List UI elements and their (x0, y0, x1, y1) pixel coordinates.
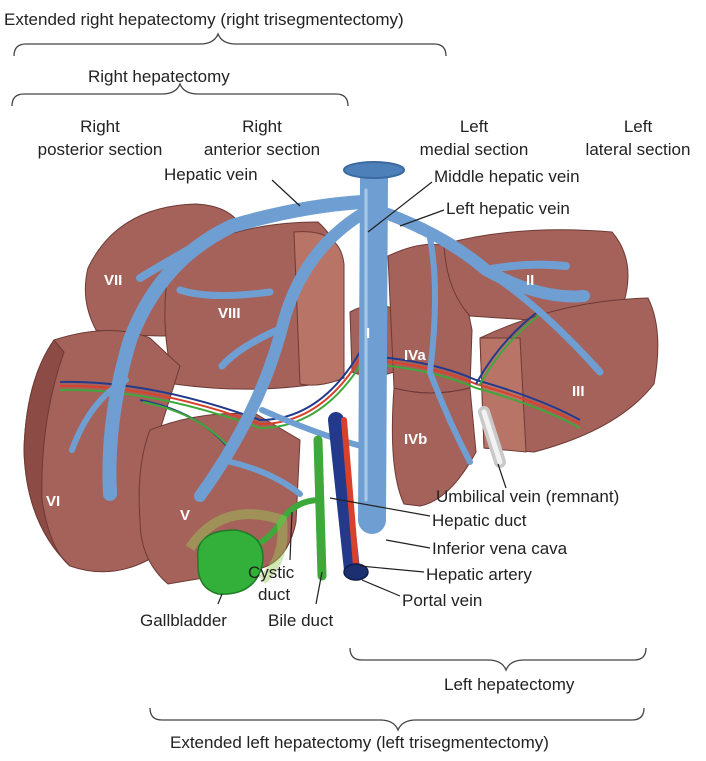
left-lateral-line2: lateral section (586, 140, 691, 159)
ivc-upper-trunk (358, 164, 388, 534)
segment-i-label: I (366, 325, 370, 342)
segment-v-label: V (180, 507, 190, 524)
segment-vi-label: VI (46, 493, 60, 510)
hepatic-artery-label: Hepatic artery (426, 565, 532, 584)
segment-iii-label: III (572, 383, 585, 400)
hepatic-artery-shape (341, 417, 359, 569)
segment-viii-label: VIII (218, 305, 241, 322)
hepatic-duct-label: Hepatic duct (432, 511, 527, 530)
segment-iva-label: IVa (404, 347, 426, 364)
left-medial-line1: Left (460, 117, 489, 136)
ivc-top-opening (343, 161, 405, 179)
extended-left-hepatectomy-label: Extended left hepatectomy (left trisegme… (170, 733, 549, 752)
segment-ii-label: II (526, 272, 534, 289)
umbilical-vein-label: Umbilical vein (remnant) (436, 487, 619, 506)
bile-duct-shape (313, 435, 327, 581)
bile-duct-label: Bile duct (268, 611, 333, 630)
left-hepatectomy-label: Left hepatectomy (444, 675, 575, 694)
right-anterior-line2: anterior section (204, 140, 320, 159)
right-posterior-line1: Right (80, 117, 120, 136)
left-hepatectomy-brace (349, 647, 647, 672)
left-lateral-line1: Left (624, 117, 653, 136)
left-hepatic-vein-label: Left hepatic vein (446, 199, 570, 218)
right-anterior-line1: Right (242, 117, 282, 136)
segment-vii-label: VII (104, 272, 122, 289)
right-hepatectomy-brace (11, 82, 349, 107)
segment-ivb-label: IVb (404, 431, 427, 448)
right-hepatic-vein (102, 195, 369, 501)
cystic-duct-shape (248, 497, 321, 551)
right-hepatectomy-label: Right hepatectomy (88, 67, 230, 86)
right-posterior-line2: posterior section (38, 140, 163, 159)
portal-vein-shape (328, 412, 360, 578)
gallbladder-label: Gallbladder (140, 611, 227, 630)
cystic-duct-line2: duct (258, 585, 290, 604)
extended-right-hepatectomy-label: Extended right hepatectomy (right triseg… (4, 10, 404, 29)
segment-vi-side-face (23, 339, 71, 567)
inferior-vena-cava-label: Inferior vena cava (432, 539, 568, 558)
left-medial-line2: medial section (420, 140, 529, 159)
cystic-duct-line1: Cystic (248, 563, 295, 582)
gallbladder-shape (196, 529, 264, 595)
extended-left-brace (149, 707, 645, 732)
middle-hepatic-vein-label: Middle hepatic vein (434, 167, 580, 186)
hilar-structures (185, 406, 506, 595)
portal-vein-label: Portal vein (402, 591, 482, 610)
extended-right-brace (13, 32, 447, 57)
leader-lines (217, 179, 507, 605)
hepatic-vein-label: Hepatic vein (164, 165, 258, 184)
hepatic-veins (69, 161, 604, 534)
